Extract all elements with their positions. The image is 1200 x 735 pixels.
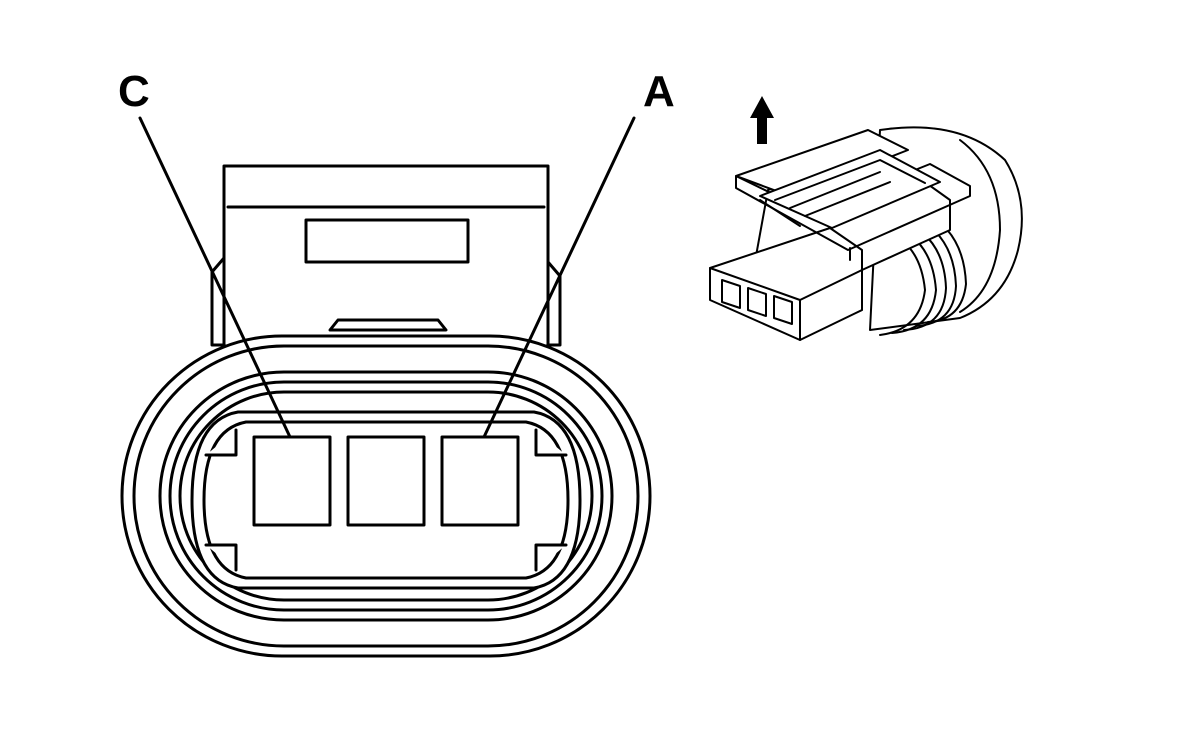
terminal-b [346,435,426,527]
terminal-c [252,435,332,527]
up-arrow-icon [750,96,774,144]
terminal-a [440,435,520,527]
callout-label-a: A [643,67,675,116]
connector-isometric-view [709,96,1023,341]
lock-tab-window [304,218,470,264]
connector-housing [120,164,652,658]
callout-label-c: C [118,67,150,116]
leader-line-c [138,116,292,439]
leader-line-a [482,116,636,439]
